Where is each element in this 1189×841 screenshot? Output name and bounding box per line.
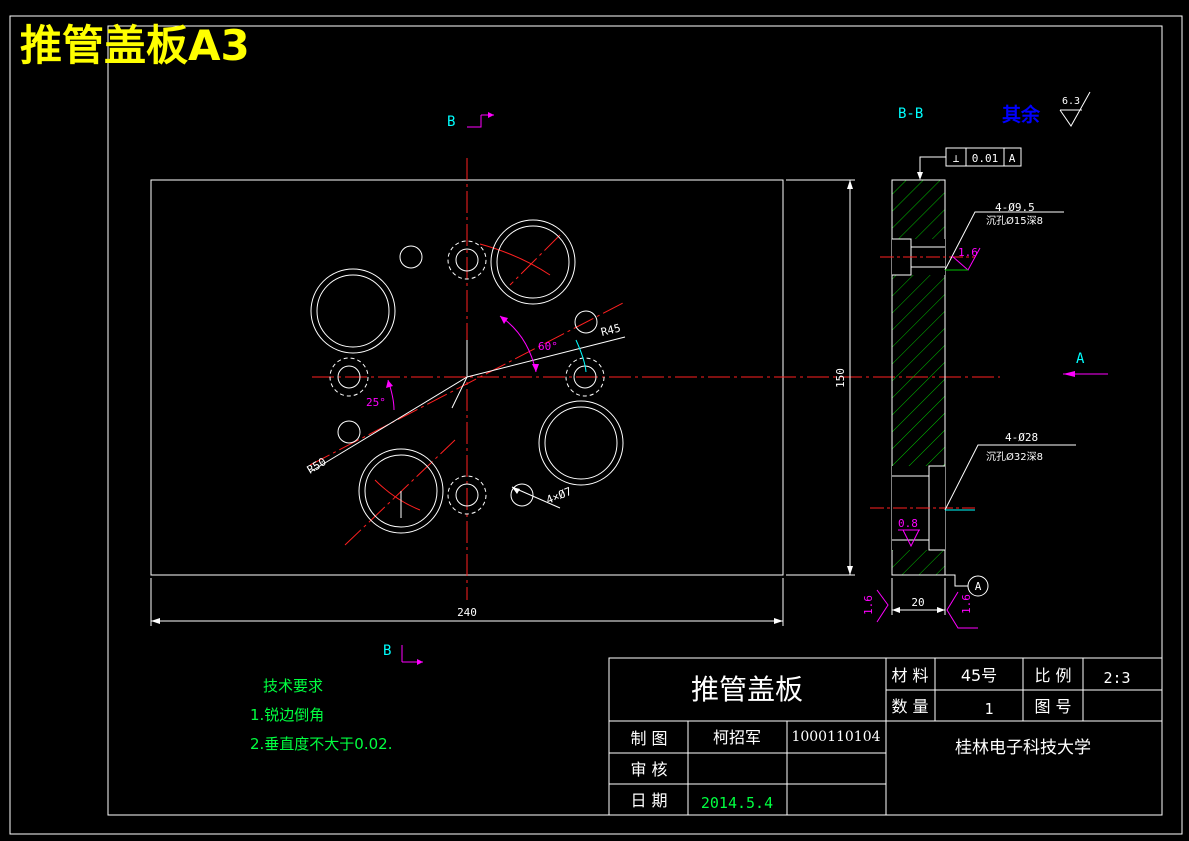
roughness-bottom-left — [876, 589, 889, 623]
counterbore-hole-bottom — [447, 475, 487, 515]
scale-value: 2:3 — [1103, 669, 1130, 687]
roughness-bottom-left-value: 1.6 — [862, 595, 875, 615]
angle-60-label: 60° — [538, 340, 558, 353]
small-hole — [510, 483, 534, 507]
counterbore-hole-top — [447, 240, 487, 280]
small-hole — [574, 310, 598, 334]
small-hole-leader — [511, 486, 561, 509]
view-arrow-label: A — [1076, 351, 1085, 367]
drawing-title: 推管盖板A3 — [20, 21, 250, 70]
roughness-hole-lower-value: 0.8 — [898, 517, 918, 530]
drafter-id: 1000110104 — [791, 729, 880, 745]
section-view: B-B 20 ⊥ 0.01 A 其余 — [862, 91, 1108, 629]
datum-leader — [945, 574, 968, 587]
roughness-general-value: 6.3 — [1062, 96, 1080, 107]
angle-arrow — [500, 316, 508, 324]
title-block — [608, 657, 1163, 816]
small-hole — [337, 420, 361, 444]
small-hole — [399, 245, 423, 269]
tolerance-symbol: ⊥ — [953, 152, 960, 165]
quantity-value: 1 — [984, 700, 993, 718]
outer-border — [9, 15, 1183, 835]
scale-label: 比 例 — [1034, 666, 1071, 685]
cut-label-top: B — [447, 114, 455, 130]
inclined-centerline — [309, 301, 626, 466]
callout-lower-line1: 4-Ø28 — [1005, 431, 1038, 444]
dim-arrow — [847, 180, 853, 189]
dim-240-label: 240 — [457, 606, 477, 619]
roughness-bottom-right-value: 1.6 — [960, 594, 973, 614]
school-name: 桂林电子科技大学 — [955, 738, 1091, 758]
r45-leader — [466, 336, 626, 378]
upper-hole-centerline — [509, 234, 561, 286]
dim-arrow — [774, 618, 783, 624]
roughness-general-prefix: 其余 — [1002, 103, 1041, 126]
drawing-no-label: 图 号 — [1034, 697, 1071, 716]
tech-requirements: 技术要求 1.锐边倒角 2.垂直度不大于0.02. — [250, 677, 392, 753]
roughness-symbol — [1059, 91, 1091, 127]
tolerance-value: 0.01 — [972, 152, 999, 165]
section-title: B-B — [898, 106, 923, 122]
part-name: 推管盖板 — [691, 673, 803, 706]
date-label: 日 期 — [630, 791, 667, 810]
drafter-label: 制 图 — [630, 729, 667, 748]
tolerance-frame: ⊥ 0.01 A — [917, 147, 1022, 180]
large-hole-left — [310, 268, 396, 354]
counterbore-hole-left — [329, 357, 369, 397]
pitch-arc-lower — [374, 479, 421, 511]
roughness-hole-upper-value: 1.6 — [958, 246, 978, 259]
quantity-label: 数 量 — [891, 697, 928, 716]
front-view: 60° 25° R45 R50 4×Ø7 240 150 B B — [150, 112, 1000, 665]
dim-arrow — [847, 566, 853, 575]
center-tick — [451, 376, 468, 409]
callout-upper-line2: 沉孔Ø15深8 — [986, 214, 1043, 227]
cut-marker-top — [467, 115, 482, 128]
material-label: 材 料 — [891, 666, 928, 685]
callout-lower-leader — [944, 444, 1076, 511]
r45-arc — [575, 339, 587, 373]
large-hole-lower-left — [358, 448, 444, 534]
large-hole-upper-right — [490, 219, 576, 305]
drafter-name: 柯招军 — [713, 728, 761, 747]
lower-hole-centerline — [344, 439, 456, 546]
tech-item: 1.锐边倒角 — [250, 706, 324, 724]
tech-title: 技术要求 — [263, 677, 323, 695]
tolerance-datum: A — [1009, 152, 1016, 165]
tech-item: 2.垂直度不大于0.02. — [250, 735, 392, 753]
roughness-hole-lower — [902, 529, 920, 548]
angle-arrow — [386, 380, 393, 388]
date-value: 2014.5.4 — [701, 794, 773, 812]
angle-arrow — [532, 364, 539, 372]
reviewer-label: 审 核 — [630, 760, 667, 779]
dim-arrow — [151, 618, 160, 624]
material-value: 45号 — [961, 666, 997, 685]
roughness-bottom-right — [946, 591, 978, 629]
cut-label-bottom: B — [383, 643, 391, 659]
r45-label: R45 — [600, 321, 622, 338]
callout-upper-line1: 4-Ø9.5 — [995, 201, 1035, 214]
datum-label: A — [975, 580, 982, 593]
r50-leader — [309, 376, 468, 473]
pitch-arc-upper — [479, 243, 551, 276]
datum-circle — [967, 575, 989, 597]
callout-lower-line2: 沉孔Ø32深8 — [986, 450, 1043, 463]
dim-20-label: 20 — [911, 596, 924, 609]
leader-arrow — [512, 487, 520, 494]
callout-upper-leader — [944, 211, 1064, 271]
large-hole-right — [538, 400, 624, 486]
angle-25-label: 25° — [366, 396, 386, 409]
dim-150-label: 150 — [834, 368, 847, 388]
